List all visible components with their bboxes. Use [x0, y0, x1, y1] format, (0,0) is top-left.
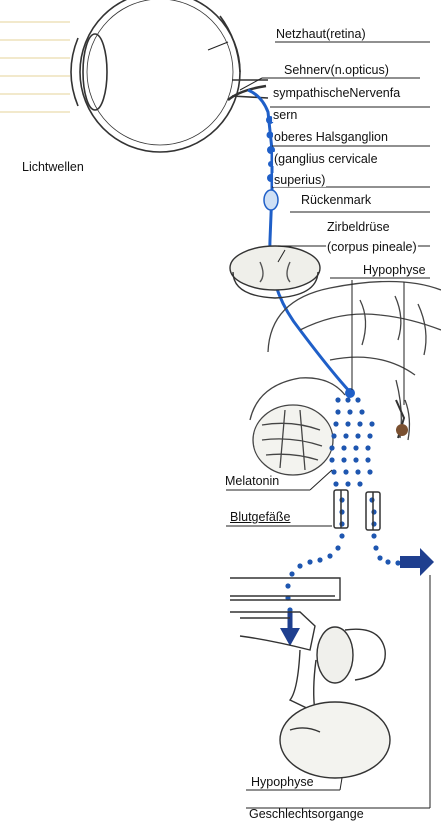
arrow-right-icon — [400, 548, 434, 576]
label-geschlechtsorgane: Geschlechtsorgange — [249, 807, 364, 821]
label-zirbeldruese-1: Zirbeldrüse — [326, 220, 391, 234]
label-halsganglion-2: (ganglius cervicale — [273, 152, 379, 166]
eye-illustration — [71, 0, 268, 152]
label-hypophyse-top: Hypophyse — [362, 263, 427, 277]
lower-organ-illustration — [230, 578, 390, 778]
pineal-gland — [345, 388, 355, 398]
label-hypophyse-bottom: Hypophyse — [251, 775, 314, 789]
label-blutgefaesse: Blutgefäße — [229, 510, 291, 524]
label-sympathische-nervenfasern-2: sern — [272, 108, 298, 122]
label-lichtwellen: Lichtwellen — [22, 160, 84, 174]
light-waves — [0, 22, 70, 112]
label-melatonin: Melatonin — [224, 474, 280, 488]
arrow-down-icon — [280, 612, 300, 646]
label-sehnerv: Sehnerv(n.opticus) — [283, 63, 390, 77]
label-rueckenmark: Rückenmark — [300, 193, 372, 207]
label-halsganglion-3: superius) — [273, 173, 326, 187]
pituitary-top — [396, 400, 408, 438]
spinal-cord-section — [230, 246, 320, 298]
label-zirbeldruese-2: (corpus pineale) — [326, 240, 418, 254]
label-netzhaut: Netzhaut(retina) — [276, 27, 366, 41]
blood-vessels — [334, 490, 380, 530]
label-halsganglion-1: oberes Halsganglion — [273, 130, 389, 144]
label-sympathische-nervenfasern-1: sympathischeNervenfa — [272, 86, 401, 100]
